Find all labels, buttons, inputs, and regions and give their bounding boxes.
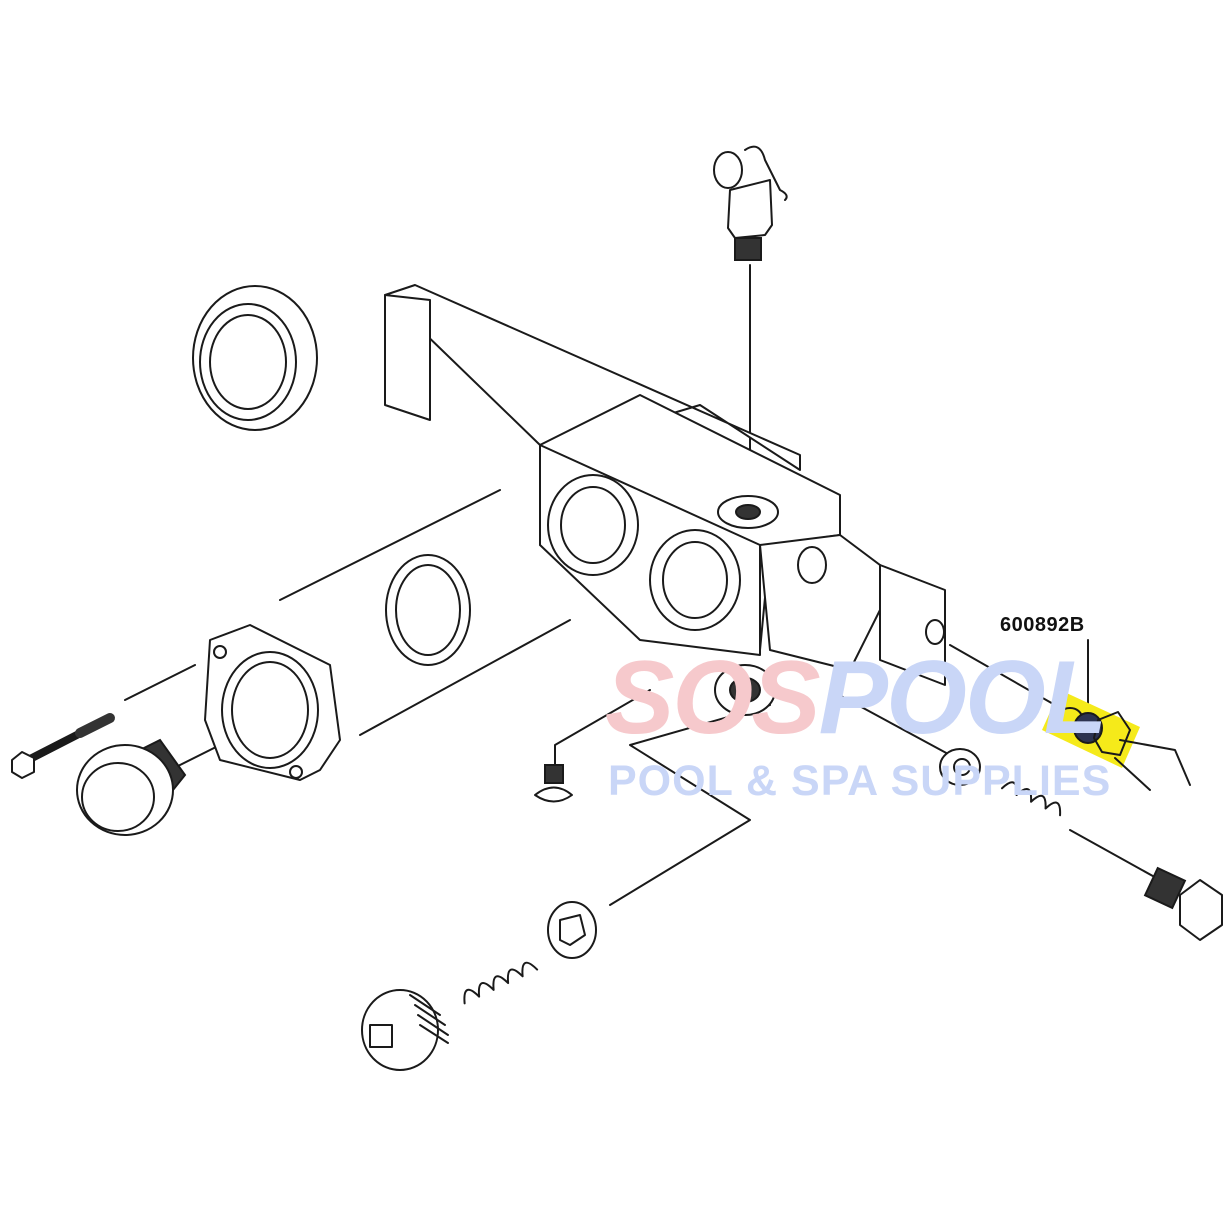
watermark-brand-pool: POOL bbox=[818, 640, 1108, 756]
check-valve-assembly-lower bbox=[361, 901, 597, 1071]
check-valve-assembly-right bbox=[939, 748, 1223, 941]
drain-valve bbox=[713, 145, 788, 261]
leader-lines bbox=[124, 264, 1161, 906]
header-manifold bbox=[384, 284, 946, 716]
part-number-callout[interactable]: 600892B bbox=[1000, 614, 1085, 636]
seal-ring bbox=[192, 285, 318, 431]
highlighted-part-600892b[interactable] bbox=[1042, 690, 1191, 791]
flange bbox=[204, 624, 341, 781]
union-nut bbox=[76, 738, 187, 836]
watermark-tagline: POOL & SPA SUPPLIES bbox=[608, 757, 1112, 805]
watermark-brand-sos: SOS bbox=[605, 640, 821, 756]
watermark-logo: SOSPOOL bbox=[605, 645, 1107, 751]
small-plug bbox=[534, 764, 573, 803]
pipe-section bbox=[385, 554, 471, 666]
bolt bbox=[11, 713, 115, 779]
